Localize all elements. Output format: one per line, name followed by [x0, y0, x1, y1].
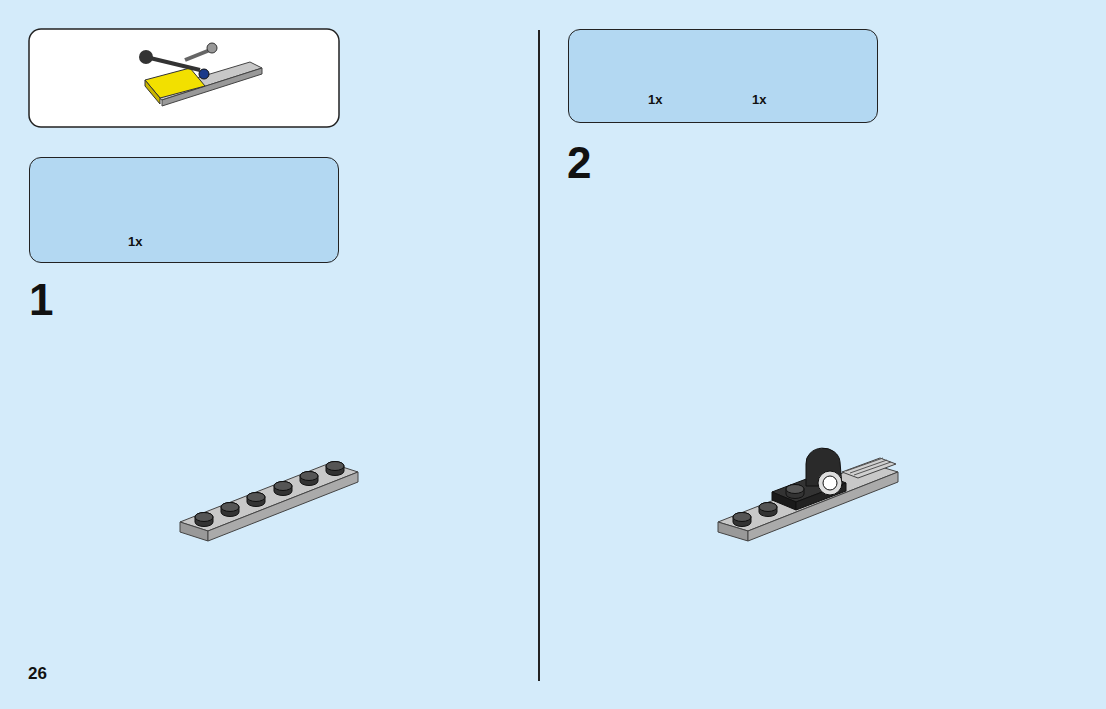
submodel-preview [29, 29, 339, 127]
step-number: 2 [567, 141, 591, 185]
parts-callout: 1x 1x [568, 29, 878, 123]
step-number: 1 [29, 278, 53, 322]
part-count: 1x [648, 92, 662, 107]
parts-callout: 1x [29, 157, 339, 263]
part-count: 1x [752, 92, 766, 107]
page-number: 26 [28, 665, 47, 682]
plate-1x6 [180, 462, 358, 542]
preview-model [139, 43, 262, 106]
part-count: 1x [128, 234, 142, 249]
page-divider [538, 30, 540, 681]
step-2-assembly [718, 448, 898, 541]
